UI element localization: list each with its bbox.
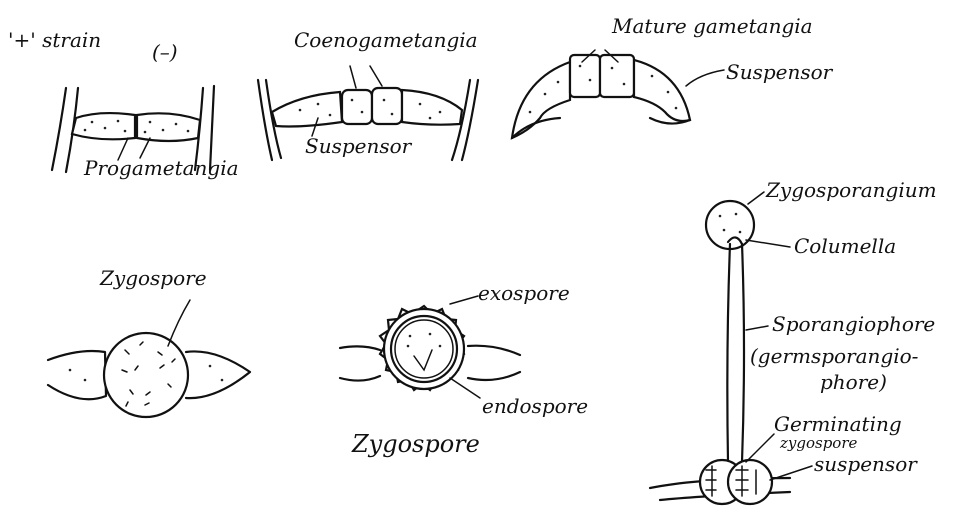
minus-strain-label: (–) [152,42,178,62]
progametangia-label: Progametangia [84,158,239,178]
columella-label: Columella [794,236,896,256]
mature-gametangia-label: Mature gametangia [612,16,813,36]
germsporangiophore-label-2: phore) [820,372,887,392]
zygosporangium-label: Zygosporangium [766,180,937,200]
zygospore-top-label: Zygospore [100,268,207,288]
suspensor-label-2: Suspensor [726,62,832,82]
zygospore-small-label: zygospore [780,436,857,451]
endospore-label: endospore [482,396,588,416]
germinating-label: Germinating [774,414,902,434]
mature-gametangia-stage [512,50,724,138]
exospore-label: exospore [478,283,570,303]
suspensor-label-1: Suspensor [305,136,411,156]
germsporangiophore-label-1: (germsporangio- [750,346,918,366]
zygospore-wall-stage [340,296,520,398]
plus-strain-label: '+' strain [8,30,101,50]
coenogametangia-label: Coenogametangia [294,30,478,50]
zygospore-caption-label: Zygospore [352,432,480,456]
suspensor-label-3: suspensor [814,454,917,474]
zygospore-stage [48,300,250,417]
sporangiophore-label: Sporangiophore [772,314,935,334]
